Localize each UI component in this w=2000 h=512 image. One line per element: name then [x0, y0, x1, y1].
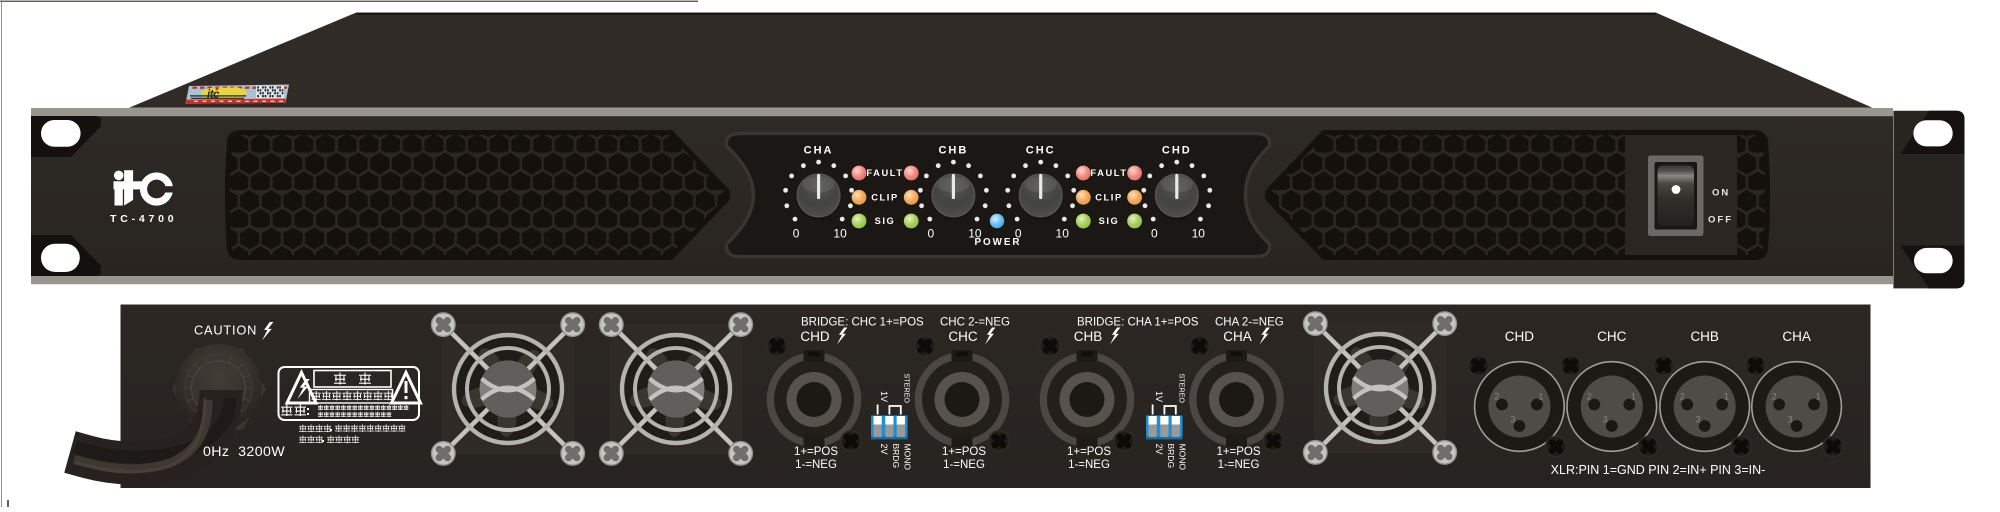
svg-text:OFF: OFF — [1708, 215, 1733, 226]
svg-text:POWER: POWER — [974, 237, 1021, 248]
svg-text:1-=NEG: 1-=NEG — [1218, 459, 1260, 471]
svg-text:CHC: CHC — [1597, 329, 1626, 344]
svg-text:CHA: CHA — [1782, 329, 1811, 344]
svg-text:1-=NEG: 1-=NEG — [943, 459, 985, 471]
svg-text:0: 0 — [793, 227, 800, 241]
svg-text:CHB: CHB — [1690, 329, 1719, 344]
svg-text:1+=POS: 1+=POS — [1216, 446, 1260, 458]
svg-text:1V: 1V — [1154, 391, 1164, 402]
svg-text:1V: 1V — [879, 391, 889, 402]
svg-text:CHD: CHD — [800, 329, 829, 344]
svg-text:CAUTION: CAUTION — [194, 323, 257, 338]
svg-text:CHD: CHD — [1505, 329, 1534, 344]
svg-text:FAULT: FAULT — [866, 168, 903, 178]
svg-text:10: 10 — [968, 227, 982, 241]
svg-text:1+=POS: 1+=POS — [942, 446, 986, 458]
svg-text:1-=NEG: 1-=NEG — [1068, 459, 1110, 471]
svg-text:10: 10 — [1056, 227, 1070, 241]
svg-text:STEREO: STEREO — [902, 373, 911, 403]
svg-text:CHB: CHB — [1074, 329, 1103, 344]
svg-text:SIG: SIG — [1099, 216, 1120, 226]
svg-text:FAULT: FAULT — [1090, 168, 1127, 178]
svg-text:0: 0 — [928, 227, 935, 241]
svg-text:CHA: CHA — [804, 145, 834, 157]
svg-text:1+=POS: 1+=POS — [794, 446, 838, 458]
svg-text:CLIP: CLIP — [1095, 193, 1123, 203]
svg-text:ON: ON — [1712, 188, 1730, 199]
svg-text:1+=POS: 1+=POS — [1067, 446, 1111, 458]
svg-text:BRDG: BRDG — [1166, 444, 1176, 469]
svg-text:CHC: CHC — [948, 329, 977, 344]
svg-text:1: 1 — [1538, 392, 1543, 402]
svg-text:2V: 2V — [1154, 444, 1164, 455]
svg-text:1: 1 — [1724, 392, 1729, 402]
svg-text:CHD: CHD — [1162, 145, 1192, 157]
svg-text:CHA 2-=NEG: CHA 2-=NEG — [1215, 317, 1284, 329]
svg-text:1: 1 — [1816, 392, 1821, 402]
svg-text:CHB: CHB — [938, 145, 968, 157]
svg-text:BRIDGE: CHA 1+=POS: BRIDGE: CHA 1+=POS — [1077, 317, 1199, 329]
svg-text:3: 3 — [1696, 415, 1701, 425]
svg-text:BRDG: BRDG — [891, 444, 901, 469]
svg-text:MONO: MONO — [902, 444, 912, 471]
svg-text:0: 0 — [1151, 227, 1158, 241]
svg-text:3: 3 — [1510, 415, 1515, 425]
svg-text:CHC 2-=NEG: CHC 2-=NEG — [940, 317, 1010, 329]
svg-text:XLR:PIN 1=GND PIN 2=IN+ PIN 3=: XLR:PIN 1=GND PIN 2=IN+ PIN 3=IN- — [1551, 463, 1766, 477]
svg-text:2: 2 — [1587, 392, 1592, 402]
svg-text:2: 2 — [1494, 392, 1499, 402]
svg-text:CHA: CHA — [1223, 329, 1252, 344]
svg-text:2: 2 — [1680, 392, 1685, 402]
svg-text:MONO: MONO — [1177, 444, 1187, 471]
svg-text:0Hz 3200W: 0Hz 3200W — [203, 444, 285, 460]
svg-text:SIG: SIG — [875, 216, 896, 226]
svg-text:2V: 2V — [879, 444, 889, 455]
svg-text:CHC: CHC — [1026, 145, 1056, 157]
svg-text:3: 3 — [1603, 415, 1608, 425]
svg-text:1: 1 — [1631, 392, 1636, 402]
svg-text:0: 0 — [1015, 227, 1022, 241]
svg-text:2: 2 — [1772, 392, 1777, 402]
svg-text:CLIP: CLIP — [871, 193, 899, 203]
svg-text:BRIDGE: CHC 1+=POS: BRIDGE: CHC 1+=POS — [801, 317, 924, 329]
svg-text:TC-4700: TC-4700 — [110, 213, 177, 225]
svg-text:10: 10 — [833, 227, 847, 241]
svg-text:10: 10 — [1192, 227, 1206, 241]
svg-text:3: 3 — [1788, 415, 1793, 425]
svg-text:1-=NEG: 1-=NEG — [795, 459, 837, 471]
svg-text:STEREO: STEREO — [1177, 373, 1186, 403]
